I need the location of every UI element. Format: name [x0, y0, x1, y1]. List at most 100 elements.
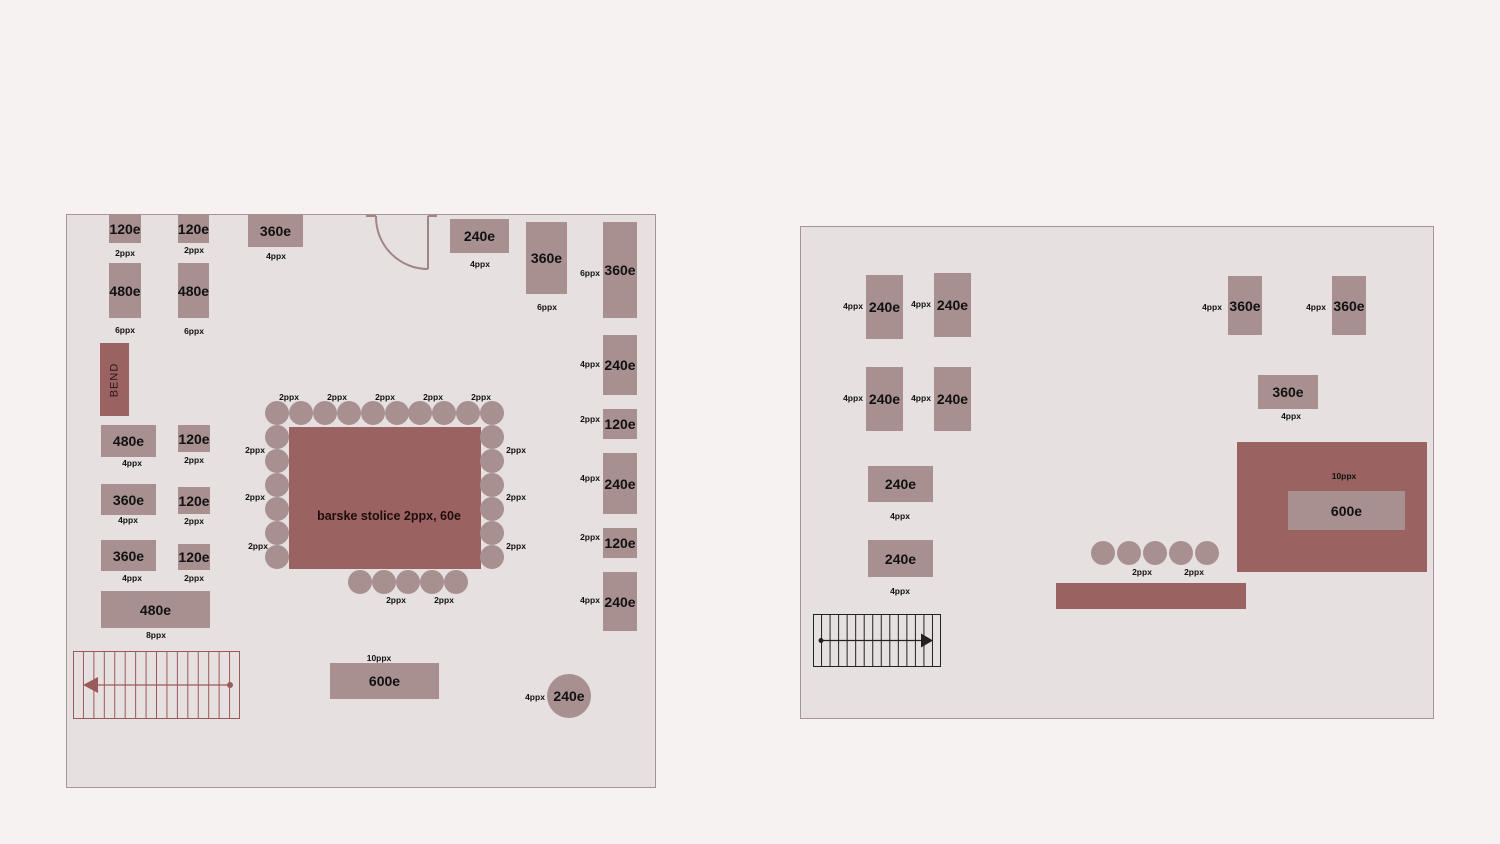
bar-stool [480, 425, 504, 449]
table-capacity-label: 2ppx [580, 532, 600, 542]
stool-capacity-label: 2ppx [386, 595, 406, 605]
table-capacity-label: 4ppx [470, 259, 490, 269]
table-240e[interactable]: 240e [866, 367, 903, 431]
bar-counter-right [1056, 583, 1246, 609]
table-120e[interactable]: 120e [178, 425, 210, 452]
bar-stool [336, 401, 361, 425]
table-capacity-label: 4ppx [580, 595, 600, 605]
table-360e[interactable]: 360e [1258, 375, 1318, 409]
bar-stool [480, 545, 504, 569]
bar-stool [265, 545, 289, 569]
table-240e[interactable]: 240e [934, 367, 971, 431]
table-240e[interactable]: 240e [934, 273, 971, 337]
table-capacity-label: 6ppx [537, 302, 557, 312]
bar-stool [265, 497, 289, 521]
table-240e[interactable]: 240e [603, 335, 637, 395]
stool-capacity-label: 2ppx [434, 595, 454, 605]
table-480e[interactable]: 480e [178, 263, 209, 318]
stool-capacity-label: 2ppx [423, 392, 443, 402]
bar-stool [265, 401, 289, 425]
stool-capacity-label: 2ppx [506, 445, 526, 455]
stool-capacity-label: 2ppx [327, 392, 347, 402]
table-capacity-label: 4ppx [911, 393, 931, 403]
stairs-right-icon [813, 614, 941, 667]
table-capacity-label: 8ppx [146, 630, 166, 640]
table-240e[interactable]: 240e [868, 540, 933, 577]
bar-stool [384, 401, 409, 425]
table-capacity-label: 6ppx [184, 326, 204, 336]
table-240e[interactable]: 240e [603, 453, 637, 514]
table-capacity-label: 4ppx [843, 393, 863, 403]
bar-stool [456, 401, 481, 425]
bar-label: barske stolice 2ppx, 60e [317, 509, 461, 523]
table-capacity-label: 10ppx [366, 653, 392, 663]
stool-capacity-label: 2ppx [1132, 567, 1152, 577]
stool-capacity-label: 2ppx [245, 492, 265, 502]
table-480e[interactable]: 480e [101, 425, 156, 457]
bar-stool [480, 401, 505, 425]
table-capacity-label: 2ppx [115, 248, 135, 258]
table-120e[interactable]: 120e [603, 409, 637, 439]
table-capacity-label: 4ppx [890, 511, 910, 521]
table-capacity-label: 2ppx [184, 573, 204, 583]
stool-capacity-label: 2ppx [506, 492, 526, 502]
bar-stool [420, 570, 444, 594]
bar-stool [1117, 541, 1141, 565]
table-capacity-label: 4ppx [1281, 411, 1301, 421]
table-capacity-label: 4ppx [1306, 302, 1326, 312]
bar-stool [480, 521, 504, 545]
bar-stool [265, 521, 289, 545]
stool-capacity-label: 2ppx [471, 392, 491, 402]
table-360e[interactable]: 360e [101, 484, 156, 515]
bar-stool [372, 570, 396, 594]
table-capacity-label: 4ppx [122, 458, 142, 468]
table-600e[interactable]: 600e [1288, 491, 1405, 530]
table-240e[interactable]: 240e [450, 219, 509, 253]
table-capacity-label: 4ppx [911, 299, 931, 309]
table-240e[interactable]: 240e [866, 275, 903, 339]
table-capacity-label: 4ppx [525, 692, 545, 702]
bar-stool [480, 497, 504, 521]
bar-stool [480, 449, 504, 473]
table-480e[interactable]: 480e [101, 591, 210, 628]
table-120e[interactable]: 120e [109, 214, 141, 243]
table-120e[interactable]: 120e [603, 528, 637, 558]
table-capacity-label: 2ppx [184, 455, 204, 465]
table-360e[interactable]: 360e [603, 222, 637, 318]
table-capacity-label: 4ppx [843, 301, 863, 311]
bench-label: BEND [108, 362, 121, 397]
table-360e[interactable]: 360e [248, 214, 303, 247]
table-capacity-label: 10ppx [1331, 471, 1357, 481]
table-capacity-label: 4ppx [266, 251, 286, 261]
table-capacity-label: 4ppx [890, 586, 910, 596]
table-600e[interactable]: 600e [330, 663, 439, 699]
stairs-left-icon [73, 651, 240, 719]
stool-capacity-label: 2ppx [506, 541, 526, 551]
table-360e[interactable]: 360e [1332, 276, 1366, 335]
bar-stool [444, 570, 468, 594]
table-240e[interactable]: 240e [603, 572, 637, 631]
bench: BEND [100, 343, 129, 416]
table-360e[interactable]: 360e [526, 222, 567, 294]
table-120e[interactable]: 120e [178, 544, 210, 570]
table-360e[interactable]: 360e [1228, 276, 1262, 335]
stool-capacity-label: 2ppx [279, 392, 299, 402]
stool-capacity-label: 2ppx [375, 392, 395, 402]
bar-stool [1091, 541, 1115, 565]
table-capacity-label: 2ppx [580, 414, 600, 424]
door-icon [366, 215, 437, 270]
table-120e[interactable]: 120e [178, 487, 210, 514]
table-capacity-label: 6ppx [115, 325, 135, 335]
bar-stool [1169, 541, 1193, 565]
bar-stool [396, 570, 420, 594]
table-capacity-label: 2ppx [184, 245, 204, 255]
bar-stool [360, 401, 385, 425]
table-capacity-label: 2ppx [184, 516, 204, 526]
table-120e[interactable]: 120e [178, 214, 209, 243]
table-360e[interactable]: 360e [101, 540, 156, 571]
table-240e[interactable]: 240e [868, 466, 933, 502]
bar-stool [348, 570, 372, 594]
table-240e[interactable]: 240e [547, 674, 591, 718]
bar-stool [312, 401, 337, 425]
table-480e[interactable]: 480e [109, 263, 141, 318]
